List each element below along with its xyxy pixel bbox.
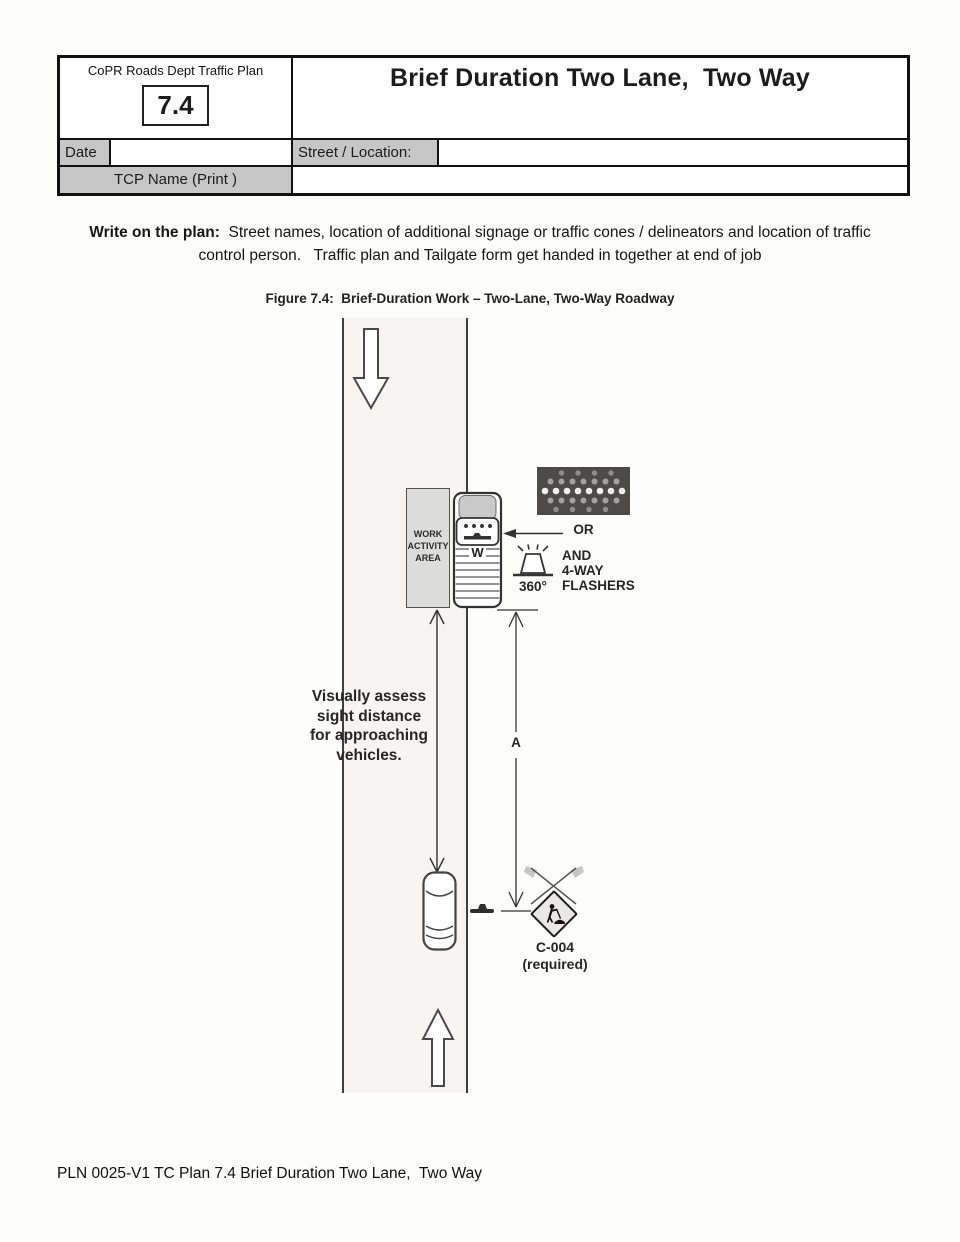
- work-truck-icon: W: [452, 491, 503, 609]
- portable-sign-stand-icon: [470, 904, 494, 913]
- up-arrow-icon: [421, 1008, 455, 1087]
- left-arrow-icon: [503, 529, 563, 538]
- sight-distance-arrow: [429, 609, 445, 873]
- road-edge-line-left: [342, 318, 344, 1093]
- instructions-line1: Write on the plan: Street names, locatio…: [89, 224, 871, 241]
- or-label: OR: [573, 522, 594, 537]
- instructions-line2: control person. Traffic plan and Tailgat…: [198, 247, 762, 264]
- instructions-lead: Write on the plan:: [89, 224, 220, 241]
- title-cell: Brief Duration Two Lane, Two Way: [293, 58, 907, 140]
- road-edge-line-right: [466, 318, 468, 1093]
- c004-sign-id: C-004: [535, 939, 575, 955]
- street-location-field[interactable]: [439, 140, 907, 167]
- dimension-a-arrow: [497, 609, 538, 912]
- four-way-label: 4-WAY: [562, 563, 604, 578]
- plan-id-cell: CoPR Roads Dept Traffic Plan 7.4: [60, 58, 293, 140]
- write-on-plan-instructions: Write on the plan: Street names, locatio…: [0, 221, 960, 267]
- crossed-flags-icon: [524, 866, 584, 905]
- header-table: CoPR Roads Dept Traffic Plan 7.4 Brief D…: [57, 55, 910, 196]
- street-location-label: Street / Location:: [293, 140, 439, 167]
- work-activity-area: WORK ACTIVITY AREA: [406, 488, 450, 608]
- worker-icon: [546, 904, 565, 924]
- and-label: AND: [562, 548, 592, 563]
- passenger-car-icon: [422, 871, 457, 951]
- date-label: Date: [60, 140, 111, 167]
- roadway: [344, 318, 467, 1093]
- down-arrow-icon: [352, 328, 390, 410]
- date-field[interactable]: [111, 140, 293, 167]
- tcp-name-label: TCP Name (Print ): [60, 167, 293, 193]
- document-reference: PLN 0025-V1 TC Plan 7.4 Brief Duration T…: [57, 1165, 483, 1182]
- beacon-icon: [513, 544, 553, 577]
- beacon-360-label: 360°: [519, 579, 547, 594]
- figure-caption: Figure 7.4: Brief-Duration Work – Two-La…: [265, 291, 675, 306]
- page-title: Brief Duration Two Lane, Two Way: [389, 64, 811, 92]
- org-label: CoPR Roads Dept Traffic Plan: [87, 63, 264, 78]
- flashers-label: FLASHERS: [562, 578, 635, 593]
- plan-number-box: 7.4: [142, 85, 209, 126]
- sight-distance-note: Visually assess sight distance for appro…: [310, 688, 428, 764]
- tcp-name-field[interactable]: [293, 167, 907, 193]
- c004-required-label: (required): [522, 956, 588, 972]
- dimension-a-label: A: [511, 735, 521, 750]
- arrow-board-icon: [537, 467, 630, 515]
- truck-label: W: [471, 545, 484, 560]
